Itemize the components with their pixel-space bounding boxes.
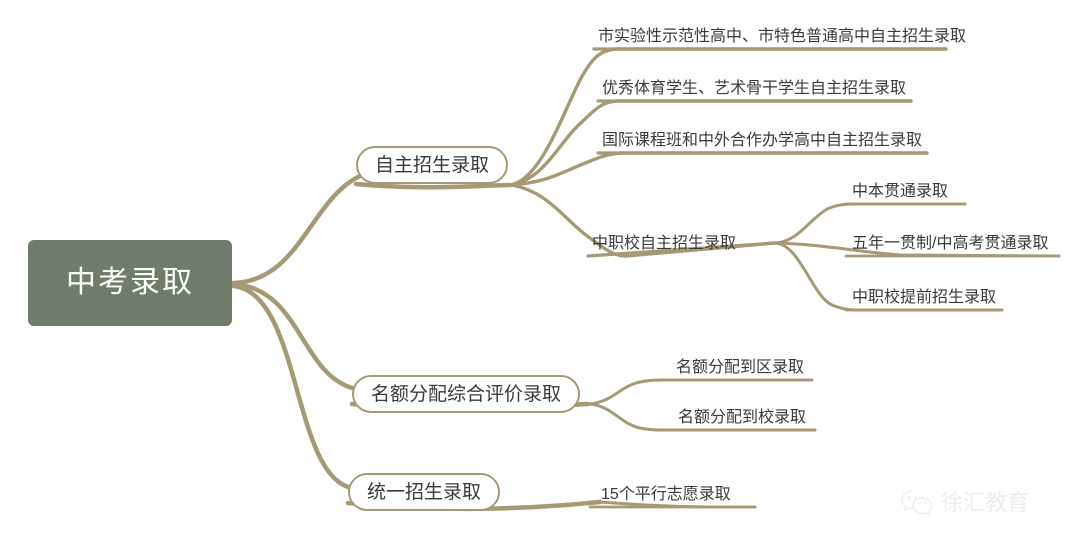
root-node-label: 中考录取 (66, 266, 194, 299)
leaf-node-label: 15个平行志愿录取 (601, 486, 731, 504)
leaf-node-zhongben-guantong[interactable]: 中本贯通录取 (848, 174, 952, 204)
leaf-node-mingefenpei-daoqu[interactable]: 名额分配到区录取 (672, 350, 808, 380)
branch-node-zizhu-zhaosheng[interactable]: 自主招生录取 (356, 146, 508, 184)
leaf-node-shishiyanxing-gaozhong[interactable]: 市实验性示范性高中、市特色普通高中自主招生录取 (594, 19, 970, 49)
leaf-node-label: 国际课程班和中外合作办学高中自主招生录取 (602, 132, 923, 150)
leaf-node-label: 优秀体育学生、艺术骨干学生自主招生录取 (602, 80, 907, 98)
branch-node-label: 自主招生录取 (374, 154, 489, 176)
leaf-node-15-pingxing-zhiyuan[interactable]: 15个平行志愿录取 (597, 477, 735, 507)
wechat-icon (900, 489, 934, 517)
leaf-node-label: 市实验性示范性高中、市特色普通高中自主招生录取 (598, 28, 967, 46)
leaf-node-label: 中职校提前招生录取 (852, 289, 997, 307)
leaf-node-label: 中本贯通录取 (852, 183, 949, 201)
leaf-node-label: 五年一贯制/中高考贯通录取 (852, 235, 1049, 253)
leaf-node-mingefenpei-daoxiao[interactable]: 名额分配到校录取 (674, 400, 810, 430)
watermark: 徐汇教育 (900, 489, 1029, 517)
leaf-node-wunian-yiguanzhi[interactable]: 五年一贯制/中高考贯通录取 (848, 226, 1052, 256)
branch-node-tongyi-zhaosheng[interactable]: 统一招生录取 (348, 473, 500, 511)
leaf-node-zhongzhixiao-tiqian[interactable]: 中职校提前招生录取 (848, 280, 1000, 310)
watermark-label: 徐汇教育 (941, 490, 1030, 515)
branch-node-label: 统一招生录取 (366, 481, 481, 503)
leaf-node-youxiu-tiyu-yishu[interactable]: 优秀体育学生、艺术骨干学生自主招生录取 (598, 71, 910, 101)
mindmap-root-node[interactable]: 中考录取 (28, 240, 232, 326)
leaf-node-label: 名额分配到区录取 (676, 359, 805, 377)
branch-node-label: 名额分配综合评价录取 (370, 383, 561, 405)
leaf-node-guoji-kechengban[interactable]: 国际课程班和中外合作办学高中自主招生录取 (598, 123, 926, 153)
leaf-node-label: 名额分配到校录取 (678, 409, 807, 427)
leaf-node-label: 中职校自主招生录取 (592, 235, 737, 253)
branch-node-mingefenpei[interactable]: 名额分配综合评价录取 (352, 375, 580, 413)
leaf-node-zhongzhixiao-zizhu[interactable]: 中职校自主招生录取 (588, 226, 740, 256)
